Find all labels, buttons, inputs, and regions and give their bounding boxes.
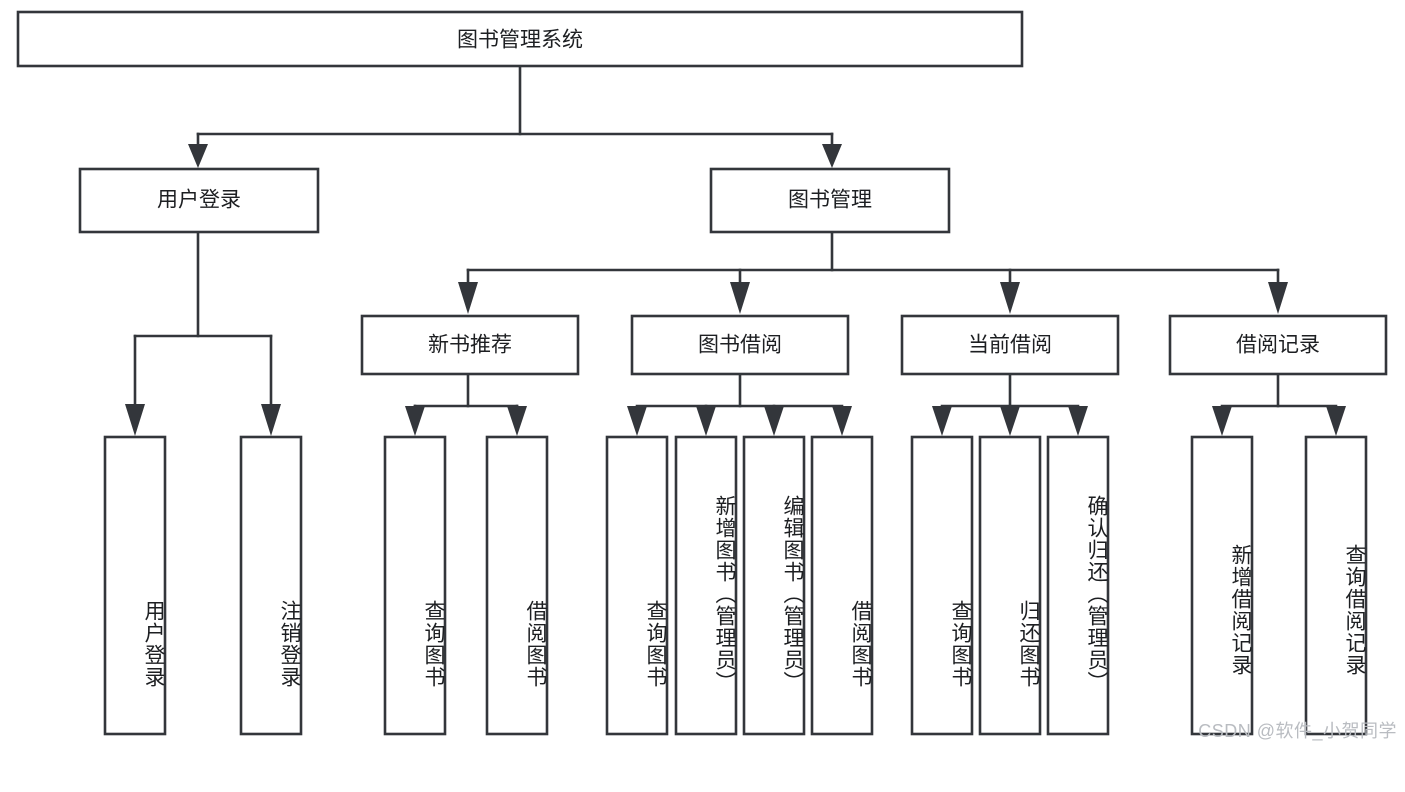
- arrow-leaf-add-record-icon: [1212, 406, 1232, 436]
- node-user-login-label: 用户登录: [157, 189, 241, 212]
- connector-root-to-level2: [188, 64, 842, 168]
- arrow-to-borrow-record-icon: [1268, 282, 1288, 314]
- connector-borrowrecord-to-leaves: [1212, 373, 1346, 436]
- node-current-borrow-label: 当前借阅: [968, 334, 1052, 357]
- csdn-watermark: CSDN @软件_小贺同学: [1198, 721, 1397, 741]
- node-new-book-recommend-box[interactable]: [360, 314, 580, 376]
- leaf-boxes-new-book-recommend: [383, 435, 549, 736]
- node-new-book-recommend[interactable]: 新书推荐: [360, 314, 580, 376]
- node-book-borrow-box[interactable]: [630, 314, 850, 376]
- leaf-query-book-2-box[interactable]: [605, 435, 669, 736]
- node-user-login-box[interactable]: [78, 167, 320, 234]
- node-root[interactable]: 图书管理系统: [16, 10, 1024, 68]
- leaf-boxes-user-login: [103, 435, 303, 736]
- arrow-leaf-add-book-icon: [696, 406, 716, 436]
- arrow-leaf-query-record-icon: [1326, 406, 1346, 436]
- connector-userlogin-to-leaves: [125, 230, 281, 436]
- connector-currentborrow-to-leaves: [932, 373, 1088, 436]
- arrow-leaf-query-book-1-icon: [405, 406, 425, 436]
- arrow-leaf-return-book-icon: [1000, 406, 1020, 436]
- node-user-login[interactable]: 用户登录: [78, 167, 320, 234]
- arrow-to-book-manage-icon: [822, 144, 842, 168]
- arrow-leaf-confirm-return-icon: [1068, 406, 1088, 436]
- leaf-boxes-borrow-record: [1190, 435, 1368, 736]
- node-current-borrow[interactable]: 当前借阅: [900, 314, 1120, 376]
- leaf-query-book-3-box[interactable]: [910, 435, 974, 736]
- connector-bookmanage-to-level3: [458, 230, 1288, 314]
- leaf-user-login-box[interactable]: [103, 435, 167, 736]
- leaf-borrow-book-2-box[interactable]: [810, 435, 874, 736]
- node-borrow-record-box[interactable]: [1168, 314, 1388, 376]
- connector-bookborrow-to-leaves: [627, 373, 852, 436]
- leaf-borrow-book-1-box[interactable]: [485, 435, 549, 736]
- leaf-add-record-box[interactable]: [1190, 435, 1254, 736]
- arrow-to-book-borrow-icon: [730, 282, 750, 314]
- connector-newbook-to-leaves: [405, 373, 527, 436]
- arrow-to-user-login-icon: [188, 144, 208, 168]
- node-book-borrow-label: 图书借阅: [698, 334, 782, 357]
- arrow-leaf-borrow-book-1-icon: [507, 406, 527, 436]
- node-borrow-record-label: 借阅记录: [1236, 334, 1320, 357]
- leaf-query-book-1-box[interactable]: [383, 435, 447, 736]
- arrow-to-current-borrow-icon: [1000, 282, 1020, 314]
- diagram-canvas: 图书管理系统 用户登录 图书管理 新书推荐 图书借阅 当前借阅 借阅记录: [16, 10, 1397, 741]
- node-book-manage-label: 图书管理: [788, 189, 872, 212]
- arrow-leaf-user-login-icon: [125, 404, 145, 436]
- arrow-leaf-edit-book-icon: [764, 406, 784, 436]
- leaf-confirm-return-box[interactable]: [1046, 435, 1110, 736]
- node-book-borrow[interactable]: 图书借阅: [630, 314, 850, 376]
- node-book-manage-box[interactable]: [709, 167, 951, 234]
- node-borrow-record[interactable]: 借阅记录: [1168, 314, 1388, 376]
- node-root-label: 图书管理系统: [457, 29, 583, 52]
- node-root-box[interactable]: [16, 10, 1024, 68]
- arrow-to-new-book-icon: [458, 282, 478, 314]
- leaf-return-book-box[interactable]: [978, 435, 1042, 736]
- arrow-leaf-query-book-3-icon: [932, 406, 952, 436]
- arrow-leaf-query-book-2-icon: [627, 406, 647, 436]
- leaf-add-book-box[interactable]: [674, 435, 738, 736]
- node-book-manage[interactable]: 图书管理: [709, 167, 951, 234]
- leaf-logout-box[interactable]: [239, 435, 303, 736]
- arrow-leaf-borrow-book-2-icon: [832, 406, 852, 436]
- leaf-query-record-box[interactable]: [1304, 435, 1368, 736]
- node-new-book-recommend-label: 新书推荐: [428, 334, 512, 357]
- leaf-boxes-book-borrow: [605, 435, 874, 736]
- flowchart-svg: 图书管理系统 用户登录 图书管理 新书推荐 图书借阅 当前借阅 借阅记录: [16, 10, 1388, 736]
- leaf-boxes-current-borrow: [910, 435, 1110, 736]
- arrow-leaf-logout-icon: [261, 404, 281, 436]
- node-current-borrow-box[interactable]: [900, 314, 1120, 376]
- leaf-edit-book-box[interactable]: [742, 435, 806, 736]
